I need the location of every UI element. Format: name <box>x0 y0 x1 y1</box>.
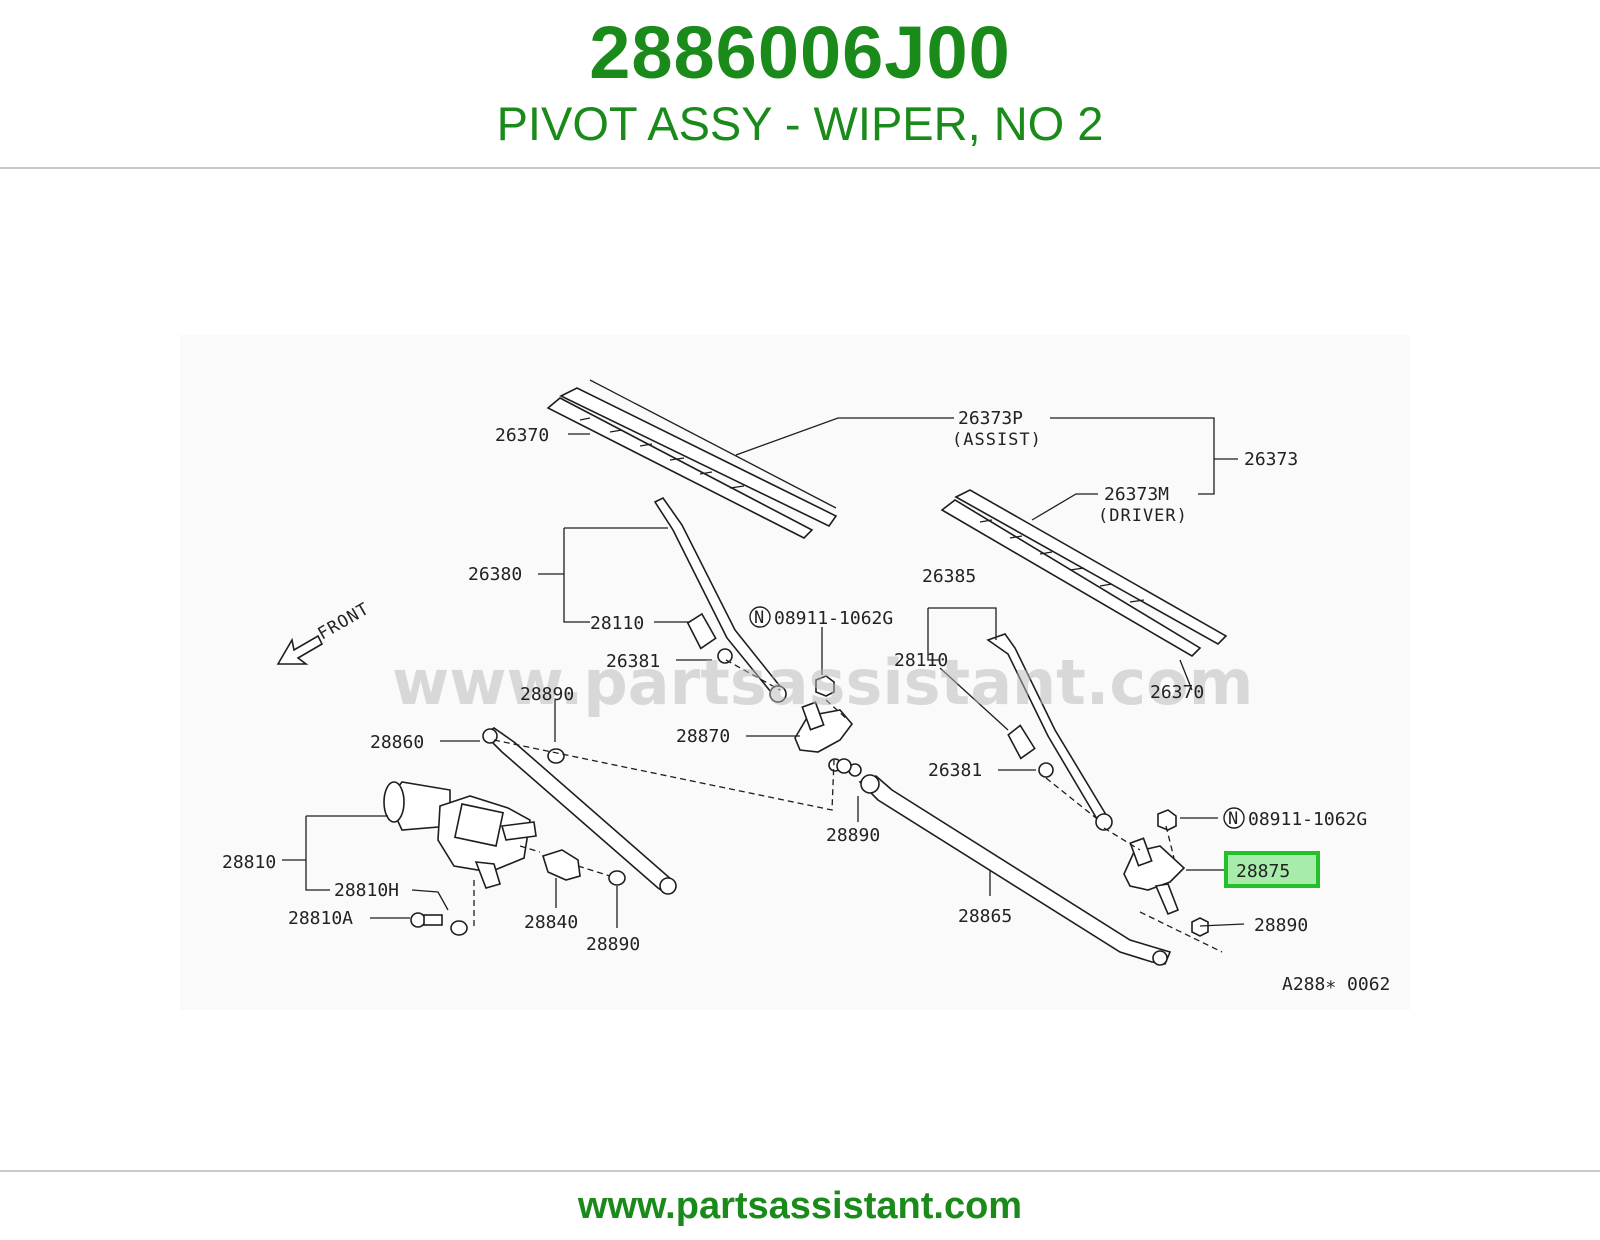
nut-right <box>1157 809 1177 831</box>
callout-28110-left[interactable]: 28110 <box>590 613 644 634</box>
callout-28810A[interactable]: 28810A <box>288 908 353 929</box>
callout-08911-left[interactable]: 08911-1062G <box>774 608 893 629</box>
callout-28875[interactable]: 28875 <box>1236 861 1290 882</box>
callout-26373M[interactable]: 26373M <box>1104 484 1169 505</box>
part-number-title: 2886006J00 <box>589 11 1011 94</box>
nut-symbol-right: N <box>1223 807 1245 829</box>
callout-28890-b[interactable]: 28890 <box>826 825 880 846</box>
callout-26385[interactable]: 26385 <box>922 566 976 587</box>
callout-26381-right[interactable]: 26381 <box>928 760 982 781</box>
callout-28870[interactable]: 28870 <box>676 726 730 747</box>
wiper-blade-assist <box>546 379 838 539</box>
wiper-blade-driver <box>940 489 1228 658</box>
pivot-assy-no2 <box>1123 837 1209 937</box>
wiper-motor <box>383 781 537 889</box>
callout-26373P[interactable]: 26373P <box>958 408 1023 429</box>
callout-28810H[interactable]: 28810H <box>334 880 399 901</box>
wiper-arm-left <box>653 496 787 703</box>
callout-28865[interactable]: 28865 <box>958 906 1012 927</box>
bracket-28840 <box>541 849 581 881</box>
link-28865 <box>848 763 1172 966</box>
footer-divider <box>0 1170 1600 1172</box>
svg-text:N: N <box>1228 809 1239 829</box>
callout-28890-c[interactable]: 28890 <box>586 934 640 955</box>
callout-28890-d[interactable]: 28890 <box>1254 915 1308 936</box>
page-header: 2886006J00 PIVOT ASSY - WIPER, NO 2 <box>0 0 1600 168</box>
callout-assist-note: (ASSIST) <box>952 430 1042 450</box>
assembly-dashed-lines <box>473 659 1223 953</box>
callout-driver-note: (DRIVER) <box>1098 506 1188 526</box>
diagram-panel <box>180 335 1410 1010</box>
footer-website-link[interactable]: www.partsassistant.com <box>577 1185 1023 1227</box>
callout-28890-a[interactable]: 28890 <box>520 684 574 705</box>
callout-28110-right[interactable]: 28110 <box>894 650 948 671</box>
svg-text:N: N <box>754 608 765 628</box>
bolt-28810A <box>410 912 468 936</box>
callout-26381-left[interactable]: 26381 <box>606 651 660 672</box>
part-name-subtitle: PIVOT ASSY - WIPER, NO 2 <box>496 97 1104 150</box>
callout-28810[interactable]: 28810 <box>222 852 276 873</box>
highlight-box-28875 <box>1224 851 1320 888</box>
wiper-arm-right <box>986 633 1113 831</box>
callout-28860[interactable]: 28860 <box>370 732 424 753</box>
callout-26370-right[interactable]: 26370 <box>1150 682 1204 703</box>
callout-26370-left[interactable]: 26370 <box>495 425 549 446</box>
nut-left <box>815 675 835 697</box>
leader-lines <box>282 417 1245 928</box>
grommets-28890 <box>547 748 852 886</box>
link-28860 <box>482 727 677 895</box>
watermark-text: www.partsassistant.com <box>392 646 1253 719</box>
callout-08911-right[interactable]: 08911-1062G <box>1248 809 1367 830</box>
header-divider <box>0 167 1600 169</box>
callout-26373[interactable]: 26373 <box>1244 449 1298 470</box>
nut-symbol-left: N <box>749 606 771 628</box>
reference-code: A288∗ 0062 <box>1282 974 1390 995</box>
callout-28840[interactable]: 28840 <box>524 912 578 933</box>
callout-26380[interactable]: 26380 <box>468 564 522 585</box>
